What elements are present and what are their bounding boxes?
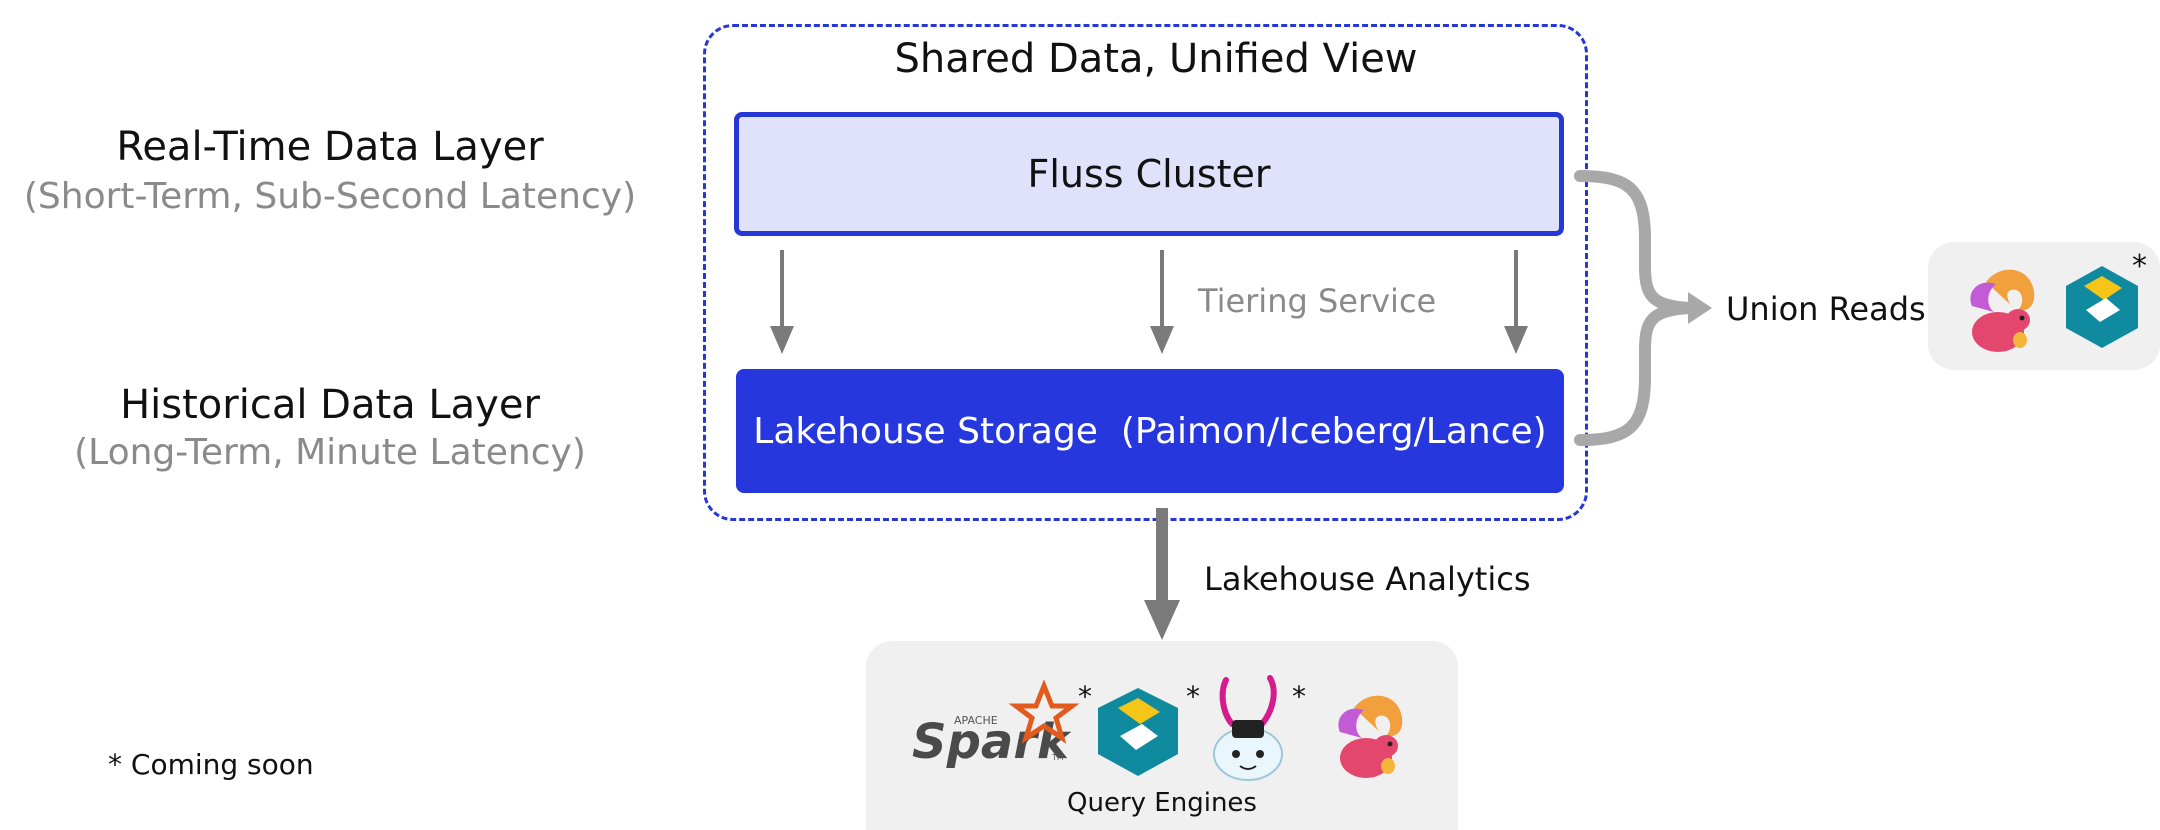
spark-word: Spark [912,714,1072,770]
query-engines-label: Query Engines [1067,788,1257,818]
union-reads-label: Union Reads [1726,290,1926,328]
coming-soon-marker: * [1292,680,1306,713]
realtime-layer-subtitle: (Short-Term, Sub-Second Latency) [23,176,637,217]
coming-soon-marker: * [2132,249,2147,284]
realtime-layer-title: Real-Time Data Layer [116,124,544,170]
fluss-squirrel-icon [1970,269,2035,352]
tiering-arrow [1504,250,1528,354]
coming-soon-marker: * [1186,680,1200,713]
shared-data-title: Shared Data, Unified View [894,36,1418,82]
spark-small-text: APACHE [954,714,998,727]
shared-data-container [703,24,1588,521]
starrocks-icon [2066,266,2138,348]
analytics-arrow [1144,508,1180,640]
fluss-squirrel-icon [1338,695,1403,778]
lakehouse-analytics-label: Lakehouse Analytics [1204,560,1531,598]
rabbit-icon [1213,675,1283,781]
spark-logo: APACHE Spark TM [912,679,1080,770]
historical-layer-title: Historical Data Layer [120,382,540,428]
fluss-cluster-box: Fluss Cluster [734,112,1564,236]
spark-tm: TM [1051,753,1064,762]
tiering-arrow [770,250,794,354]
tiering-service-label: Tiering Service [1198,282,1437,320]
tiering-arrow [1150,250,1174,354]
historical-layer-subtitle: (Long-Term, Minute Latency) [74,432,586,473]
lakehouse-storage-box: Lakehouse Storage (Paimon/Iceberg/Lance) [736,369,1564,493]
union-brace [1574,170,1696,446]
fluss-cluster-label: Fluss Cluster [1027,152,1271,196]
lakehouse-storage-label: Lakehouse Storage (Paimon/Iceberg/Lance) [753,410,1547,452]
starrocks-icon [1098,688,1178,776]
footnote: * Coming soon [108,748,314,781]
coming-soon-marker: * [1078,680,1092,713]
union-arrow-head [1688,292,1712,324]
